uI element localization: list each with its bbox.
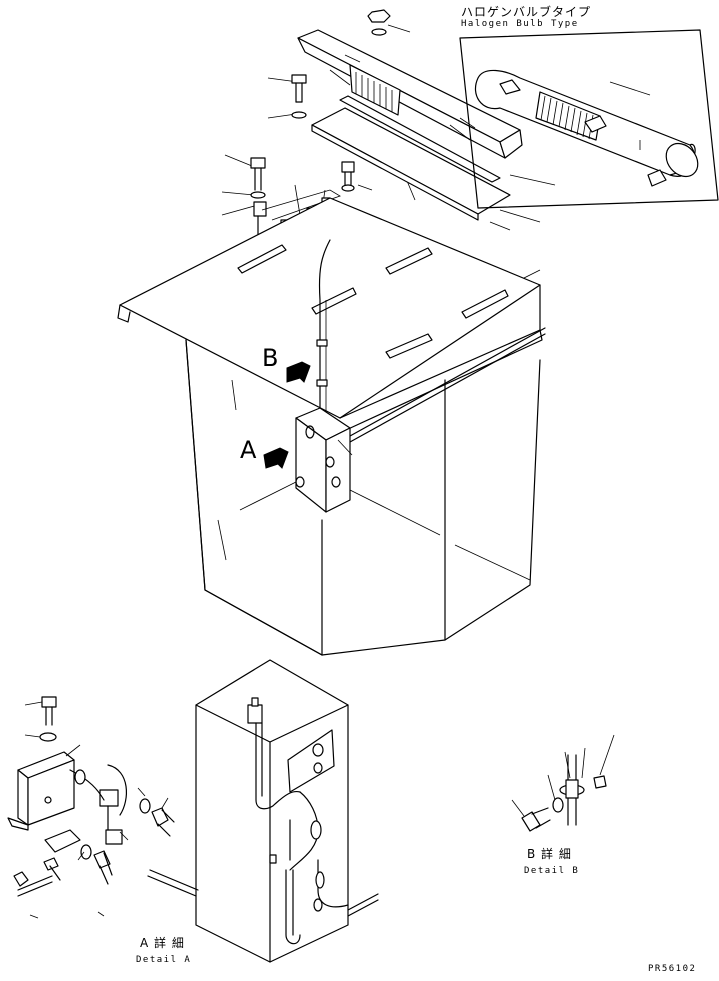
washer-icon [74, 769, 86, 785]
detail-a-label-jp: A 詳 細 [140, 936, 185, 950]
detail-a-label-en: Detail A [136, 955, 192, 965]
callout-b-label: B [262, 344, 279, 372]
part-number: PR56102 [648, 964, 697, 974]
junction-box [295, 407, 353, 513]
halogen-label-en: Halogen Bulb Type [461, 19, 579, 29]
washer-icon [250, 191, 266, 199]
washer-icon [341, 184, 355, 192]
bolt-icon [41, 696, 57, 726]
bolt-icon [291, 74, 307, 103]
bolt-icon [341, 161, 355, 189]
nut-icon [43, 857, 59, 871]
detail-b-label-en: Detail B [524, 866, 580, 876]
detail-b-label-jp: B 詳 細 [527, 847, 572, 861]
washer-icon [80, 844, 92, 860]
bolt-icon [521, 807, 551, 832]
bolt-icon [250, 157, 266, 191]
detail-a-drawing [147, 659, 379, 963]
cab-roof [117, 197, 546, 443]
halogen-inset [459, 29, 719, 209]
washer-icon [291, 111, 307, 119]
bolt-icon [151, 807, 175, 837]
detail-a-parts [7, 696, 175, 919]
nut-icon [13, 871, 29, 887]
nut-icon [593, 775, 607, 789]
beacon-lamp [297, 29, 523, 221]
bolt-icon [93, 850, 113, 885]
washer-icon [39, 732, 57, 742]
callout-arrow-a-icon [263, 447, 289, 469]
top-nut-icon [367, 9, 391, 36]
halogen-label-jp: ハロゲンバルブタイプ [461, 5, 592, 19]
callout-a-label: A [240, 436, 257, 464]
washer-icon [139, 798, 151, 814]
detail-b-drawing [511, 734, 615, 832]
washer-icon [552, 797, 564, 813]
callout-arrow-b-icon [286, 361, 311, 383]
cab-body [185, 339, 541, 656]
